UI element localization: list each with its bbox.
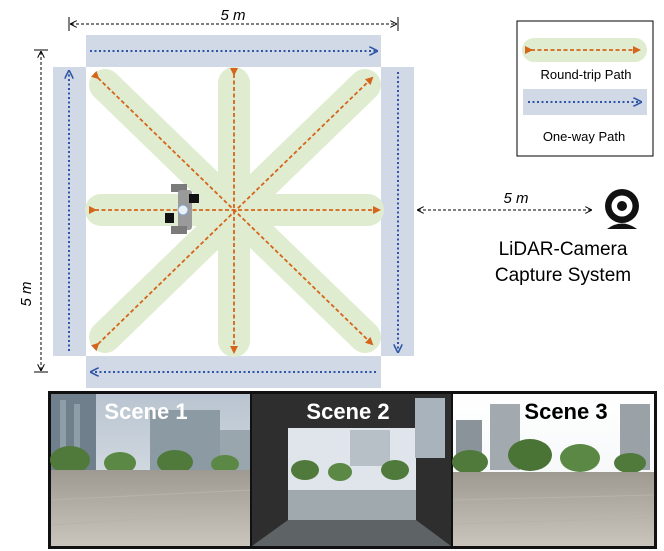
scene-3-label: Scene 3 [524,399,607,424]
scene-1-label: Scene 1 [104,399,187,424]
one-way-band-top [86,35,381,67]
legend-one-way-swatch [523,89,647,115]
dimension-left: 5 m [18,49,48,373]
dimension-top: 5 m [68,7,399,31]
scene-strip: Scene 1 Scene 2 Scene 3 [48,391,657,549]
one-way-paths [53,35,414,388]
dimension-distance: 5 m [418,190,591,210]
robot-icon [165,184,199,234]
dimension-top-label: 5 m [220,7,245,24]
legend-round-trip-label: Round-trip Path [540,67,631,82]
scene-2-photo [252,394,451,546]
scene-3-photo [452,394,655,546]
round-trip-arrows [89,68,381,354]
camera-icon [605,189,639,229]
legend-one-way-label: One-way Path [543,129,625,144]
scene-1-photo [50,394,251,546]
dimension-distance-label: 5 m [503,190,528,207]
capture-system-label-line1: LiDAR-Camera [499,239,628,260]
scene-2-label: Scene 2 [306,399,389,424]
legend: Round-trip Path One-way Path [516,20,654,157]
dimension-left-label: 5 m [18,281,35,306]
capture-system-label-line2: Capture System [495,265,631,286]
round-trip-arrow-diagonal-2 [90,76,374,352]
one-way-band-bottom [86,356,381,388]
